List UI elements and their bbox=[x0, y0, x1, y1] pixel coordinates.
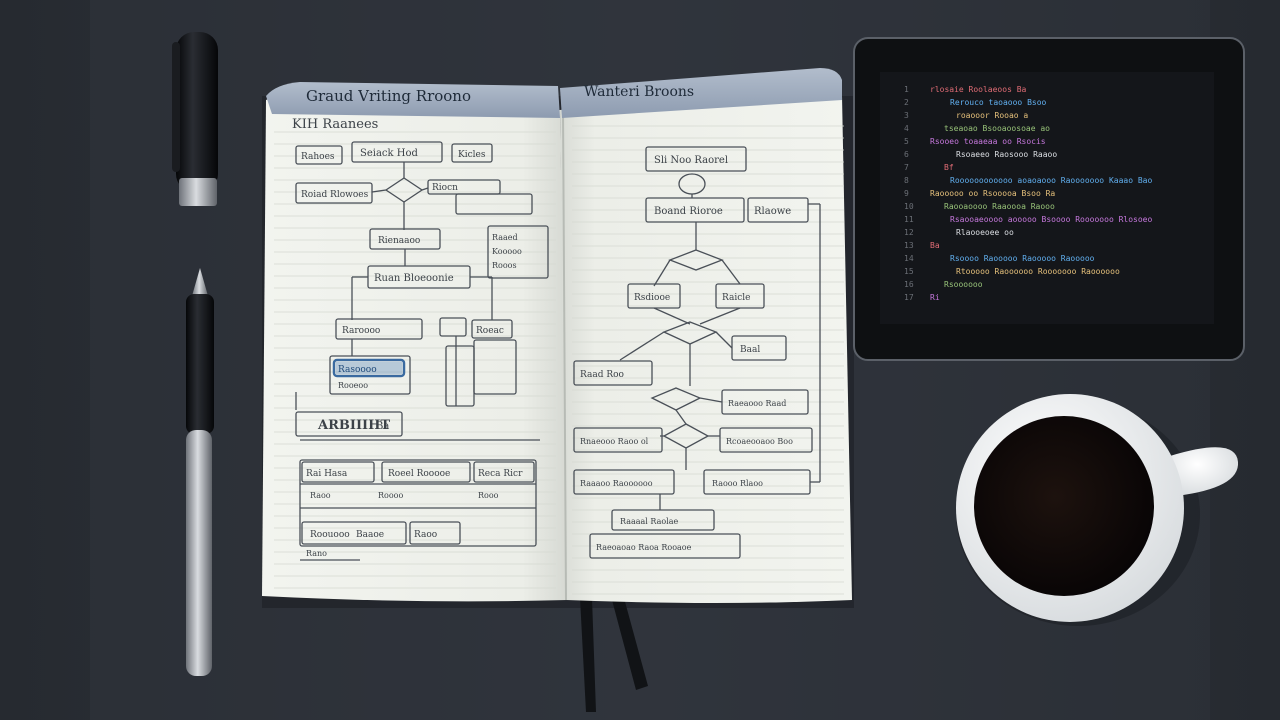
code-line: Roooooooooooo aoaoaooo Raooooooo Kaaao B… bbox=[950, 176, 1152, 185]
left-page bbox=[262, 97, 568, 602]
table-cell-4: Raoo bbox=[310, 491, 331, 500]
right-tab-title: Wanteri Broons bbox=[584, 84, 694, 100]
code-line: Rerouco taoaooo Bsoo bbox=[950, 98, 1047, 107]
left-flowchart bbox=[295, 141, 549, 561]
tablet-screen bbox=[880, 72, 1214, 324]
right-branch-left: Rsdiooe bbox=[634, 293, 670, 303]
code-line-number: 2 bbox=[904, 98, 909, 107]
highlight-value: Rooeoo bbox=[338, 381, 368, 390]
code-line-number: 12 bbox=[904, 228, 914, 237]
left-sub-box-b: Roeac bbox=[476, 326, 504, 336]
code-line: Rlaooeoee oo bbox=[956, 228, 1014, 237]
code-line-number: 8 bbox=[904, 176, 909, 185]
code-line-number: 16 bbox=[904, 280, 914, 289]
right-branch-right: Raicle bbox=[722, 293, 750, 303]
notebook: Graud Vriting Rroono Wanteri Broons bbox=[262, 68, 854, 712]
code-line: Ba bbox=[930, 241, 940, 250]
left-side-note-2: Kooooo bbox=[492, 247, 522, 256]
code-line-number: 1 bbox=[904, 85, 909, 94]
coffee-surface bbox=[974, 416, 1154, 596]
highlight-label: Rasoooo bbox=[338, 365, 377, 375]
table-cell-2: Roeel Rooooe bbox=[388, 469, 450, 479]
code-line: Rsaooaeoooo aooooo Bsoooo Rooooooo Rloso… bbox=[950, 215, 1152, 224]
right-page-text: Sli Noo Raorel Boand Rioroe Rlaowe Rsdio… bbox=[580, 155, 793, 552]
left-page-heading: KIH Raanees bbox=[292, 117, 378, 132]
left-row-left: Roiad Rlowoes bbox=[301, 190, 369, 200]
code-line-number: 6 bbox=[904, 150, 909, 159]
highlight-box-fill bbox=[336, 362, 402, 374]
right-row-box-a: Boand Rioroe bbox=[654, 206, 723, 217]
left-tab-title: Graud Vriting Rroono bbox=[306, 87, 471, 105]
left-box-3: Kicles bbox=[458, 150, 486, 160]
right-right-box-2: Rcoaeooaoo Boo bbox=[726, 437, 793, 446]
coffee-cup bbox=[956, 394, 1239, 626]
code-line: roaooor Rooao a bbox=[956, 111, 1028, 120]
right-right-box-3: Raooo Rlaoo bbox=[712, 479, 763, 488]
code-line-number: 5 bbox=[904, 137, 909, 146]
right-left-box-2: Rnaeooo Raoo ol bbox=[580, 437, 649, 446]
table-cell-9: Raoo bbox=[414, 530, 437, 540]
left-tab bbox=[266, 82, 560, 118]
code-line-number: 13 bbox=[904, 241, 914, 250]
table-cell-8: Baaoe bbox=[356, 530, 384, 540]
left-side-note-3: Rooos bbox=[492, 261, 517, 270]
code-line-number: 3 bbox=[904, 111, 909, 120]
right-flowchart bbox=[573, 146, 821, 559]
code-line-number: 14 bbox=[904, 254, 914, 263]
code-line: Raooaoooo Raaoooa Raooo bbox=[944, 202, 1055, 211]
code-editor: rlosaie Roolaeoos Ba Rerouco taoaooo Bsoo… bbox=[930, 85, 1152, 302]
right-left-box-3: Raaaoo Raoooooo bbox=[580, 479, 653, 488]
left-row-right: Riocn bbox=[432, 183, 458, 193]
code-line: rlosaie Roolaeoos Ba bbox=[930, 85, 1027, 94]
table-cell-6: Rooo bbox=[478, 491, 499, 500]
highlight-box-outline bbox=[332, 358, 406, 378]
left-footer: Rano bbox=[306, 549, 327, 558]
table-cell-3: Reca Ricr bbox=[478, 469, 523, 479]
code-line: Rtooooo Raoooooo Rooooooo Raoooooo bbox=[956, 267, 1120, 276]
left-box-2: Seiack Hod bbox=[360, 148, 419, 159]
cup-handle bbox=[1170, 447, 1239, 496]
right-left-box: Raad Roo bbox=[580, 370, 624, 380]
left-ruled-lines bbox=[274, 131, 556, 589]
code-line: Ri bbox=[930, 293, 940, 302]
code-line-number: 17 bbox=[904, 293, 914, 302]
right-tab bbox=[560, 68, 842, 118]
left-big-label-suffix: Ba bbox=[376, 421, 389, 432]
code-line-number: 15 bbox=[904, 267, 914, 276]
fountain-pen bbox=[186, 268, 214, 676]
right-start-box: Sli Noo Raorel bbox=[654, 155, 728, 166]
pen-cap bbox=[172, 32, 218, 206]
table-cell-5: Roooo bbox=[378, 491, 403, 500]
left-box-1: Rahoes bbox=[301, 152, 335, 162]
code-line-number: 11 bbox=[904, 215, 914, 224]
right-mid-box: Raeaooo Raad bbox=[728, 399, 786, 408]
right-side-box: Baal bbox=[740, 345, 760, 355]
left-center-box: Rienaaoo bbox=[378, 236, 420, 246]
code-line: tseaoao Bsooaoosoae ao bbox=[944, 124, 1050, 133]
left-process-box: Ruan Bloeoonie bbox=[374, 273, 454, 284]
code-line: Rsoaeeo Raosooo Raaoo bbox=[956, 150, 1057, 159]
right-row-box-b: Rlaowe bbox=[754, 206, 791, 217]
code-line: Rsooeo toaaeaa oo Rsocis bbox=[930, 137, 1046, 146]
code-line: Raooooo oo Rsooooa Bsoo Ra bbox=[930, 189, 1055, 198]
right-page bbox=[560, 93, 852, 603]
left-page-text: KIH Raanees Rahoes Seiack Hod Kicles Roi… bbox=[292, 117, 523, 558]
left-big-label: ARBIIIHT bbox=[317, 418, 390, 433]
code-line: Rsoooo Raooooo Raooooo Raooooo bbox=[950, 254, 1095, 263]
code-line: Rsoooooo bbox=[944, 280, 983, 289]
right-end-box: Raeoaoao Raoa Rooaoe bbox=[596, 543, 692, 552]
left-sub-box-a: Raroooo bbox=[342, 326, 380, 336]
table-cell-1: Rai Hasa bbox=[306, 469, 348, 479]
code-line: Bf bbox=[944, 163, 954, 172]
code-line-number: 7 bbox=[904, 163, 909, 172]
right-near-end: Raaaal Raolae bbox=[620, 517, 679, 526]
code-line-number: 10 bbox=[904, 202, 914, 211]
left-side-note-1: Raaed bbox=[492, 233, 518, 242]
table-cell-7: Roouooo bbox=[310, 530, 350, 540]
code-line-number: 4 bbox=[904, 124, 909, 133]
code-line-number: 9 bbox=[904, 189, 909, 198]
